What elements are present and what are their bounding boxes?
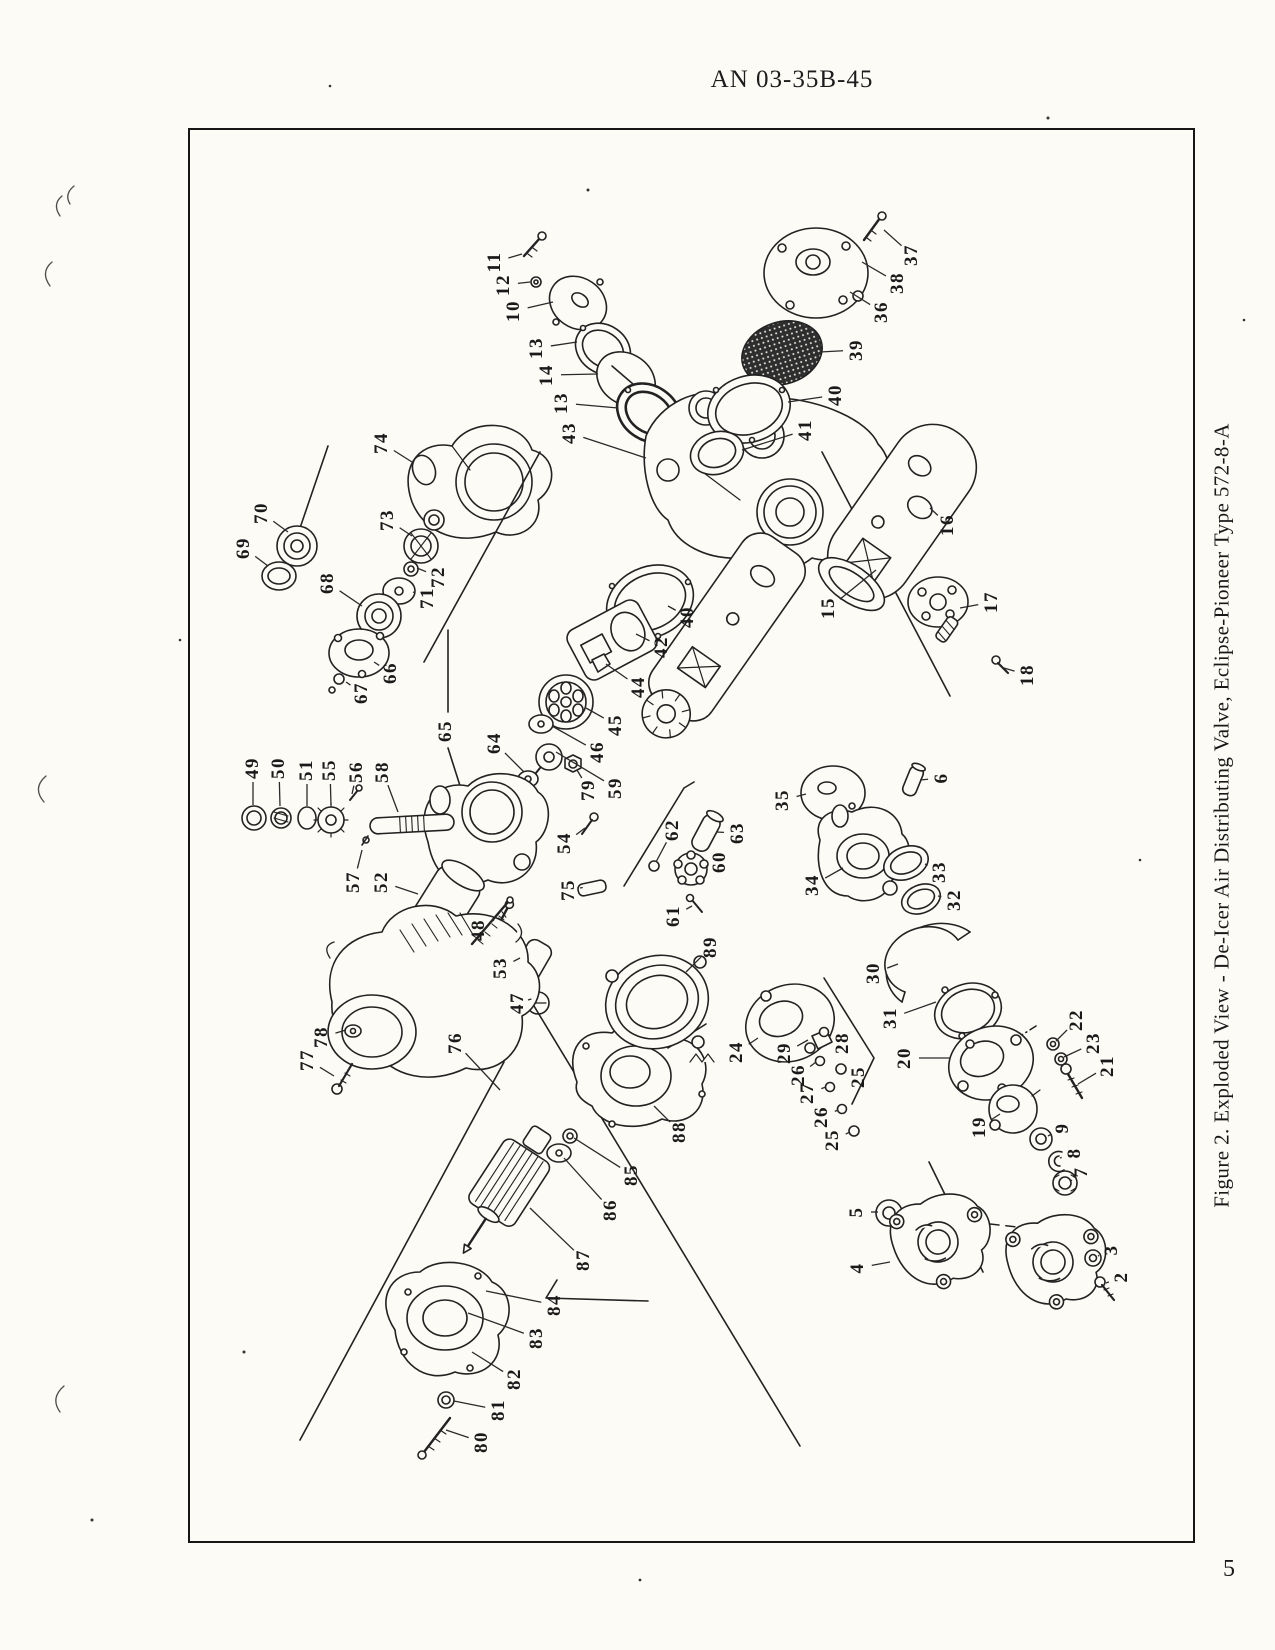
part-callout: 21: [1097, 1055, 1118, 1077]
part-callout: 23: [1083, 1032, 1104, 1054]
part-callout: 40: [677, 606, 698, 628]
part-callout: 49: [242, 757, 263, 779]
part-callout: 46: [587, 741, 608, 763]
part-callout: 36: [871, 301, 892, 323]
part-callout: 19: [969, 1116, 990, 1138]
part-callout: 67: [351, 682, 372, 704]
part-callout: 86: [600, 1199, 621, 1221]
part-callout: 20: [894, 1047, 915, 1069]
part-callout: 51: [296, 759, 317, 781]
part-callout: 82: [504, 1368, 525, 1390]
part-callout: 45: [605, 714, 626, 736]
part-callout: 38: [887, 272, 908, 294]
part-callout: 61: [663, 905, 684, 927]
figure-border-frame: [188, 128, 1195, 1543]
part-callout: 27: [797, 1082, 818, 1104]
part-callout: 25: [822, 1129, 843, 1151]
part-callout: 87: [573, 1249, 594, 1271]
part-callout: 62: [662, 819, 683, 841]
page-header-document-number: AN 03-35B-45: [710, 66, 874, 93]
part-callout: 56: [346, 761, 367, 783]
part-callout: 74: [371, 432, 392, 454]
part-callout: 77: [297, 1049, 318, 1071]
part-callout: 15: [818, 597, 839, 619]
part-callout: 53: [490, 957, 511, 979]
part-callout: 58: [372, 761, 393, 783]
part-callout: 18: [1017, 664, 1038, 686]
part-callout: 16: [937, 514, 958, 536]
part-callout: 88: [669, 1121, 690, 1143]
part-callout: 13: [526, 337, 547, 359]
part-callout: 54: [554, 832, 575, 854]
part-callout: 7: [1071, 1166, 1092, 1178]
part-callout: 55: [319, 759, 340, 781]
part-callout: 37: [901, 244, 922, 266]
part-callout: 64: [484, 732, 505, 754]
part-callout: 28: [832, 1032, 853, 1054]
part-callout: 25: [848, 1066, 869, 1088]
part-callout: 13: [551, 392, 572, 414]
part-callout: 48: [468, 919, 489, 941]
part-callout: 24: [726, 1041, 747, 1063]
part-callout: 31: [880, 1007, 901, 1029]
part-callout: 44: [628, 676, 649, 698]
part-callout: 34: [802, 874, 823, 896]
part-callout: 3: [1101, 1244, 1122, 1256]
figure-caption: Figure 2. Exploded View - De-Icer Air Di…: [1209, 423, 1234, 1208]
part-callout: 4: [847, 1262, 868, 1274]
part-callout: 8: [1064, 1147, 1085, 1159]
part-callout: 57: [343, 871, 364, 893]
part-callout: 10: [503, 300, 524, 322]
part-callout: 5: [846, 1206, 867, 1218]
part-callout: 66: [380, 662, 401, 684]
page-number: 5: [1223, 1556, 1235, 1582]
part-callout: 73: [377, 509, 398, 531]
part-callout: 83: [526, 1327, 547, 1349]
part-callout: 69: [233, 537, 254, 559]
part-callout: 59: [605, 777, 626, 799]
part-callout: 76: [445, 1032, 466, 1054]
part-callout: 85: [621, 1164, 642, 1186]
part-callout: 33: [929, 861, 950, 883]
part-callout: 52: [371, 871, 392, 893]
part-callout: 47: [507, 992, 528, 1014]
part-callout: 84: [544, 1294, 565, 1316]
part-callout: 79: [578, 779, 599, 801]
part-callout: 9: [1052, 1122, 1073, 1134]
part-callout: 81: [488, 1399, 509, 1421]
part-callout: 68: [317, 572, 338, 594]
part-callout: 75: [558, 879, 579, 901]
part-callout: 11: [484, 251, 505, 273]
part-callout: 63: [727, 822, 748, 844]
part-callout: 22: [1066, 1009, 1087, 1031]
part-callout: 26: [811, 1106, 832, 1128]
part-callout: 78: [311, 1026, 332, 1048]
part-callout: 12: [493, 274, 514, 296]
part-callout: 43: [559, 422, 580, 444]
part-callout: 42: [651, 636, 672, 658]
part-callout: 30: [863, 962, 884, 984]
part-callout: 60: [709, 851, 730, 873]
part-callout: 72: [428, 566, 449, 588]
part-callout: 41: [795, 419, 816, 441]
part-callout: 65: [435, 720, 456, 742]
part-callout: 70: [251, 502, 272, 524]
part-callout: 39: [846, 339, 867, 361]
part-callout: 35: [772, 789, 793, 811]
part-callout: 6: [931, 772, 952, 784]
part-callout: 17: [981, 591, 1002, 613]
part-callout: 80: [471, 1431, 492, 1453]
part-callout: 29: [774, 1042, 795, 1064]
part-callout: 71: [417, 587, 438, 609]
part-callout: 2: [1111, 1271, 1132, 1283]
part-callout: 89: [700, 936, 721, 958]
part-callout: 40: [825, 384, 846, 406]
part-callout: 32: [944, 889, 965, 911]
part-callout: 50: [268, 757, 289, 779]
part-callout: 14: [536, 364, 557, 386]
